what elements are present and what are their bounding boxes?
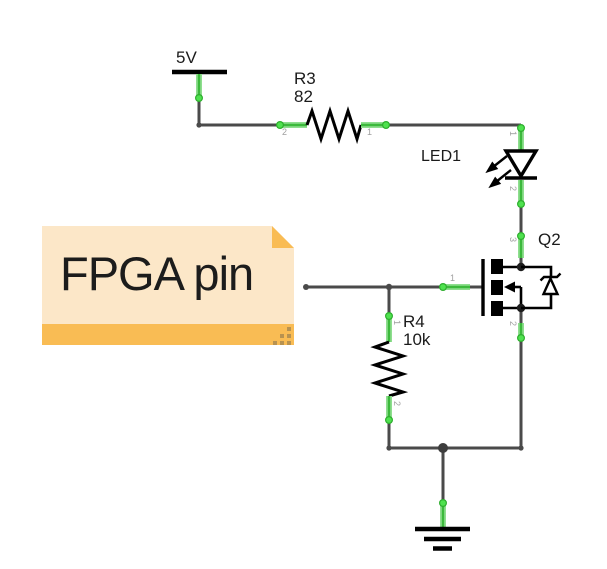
r3-resistor-symbol[interactable] xyxy=(276,106,391,145)
ground-bars xyxy=(415,526,470,551)
note-body xyxy=(42,226,294,324)
r3-pin2-number: 2 xyxy=(282,127,288,137)
wire-corner-dot xyxy=(196,122,202,128)
led1-ref-label[interactable]: LED1 xyxy=(421,148,462,165)
ground-symbol[interactable] xyxy=(415,499,470,551)
r3-pin1-number: 1 xyxy=(367,127,373,137)
pin-endpoint xyxy=(516,232,525,241)
r3-ref-label[interactable]: R3 xyxy=(294,69,316,88)
q2-pin3-number: 3 xyxy=(508,237,518,243)
pin-endpoint xyxy=(385,312,394,321)
mosfet-channel-bar xyxy=(491,259,503,274)
r4-value-label[interactable]: 10k xyxy=(403,330,431,349)
note-folded-corner xyxy=(272,226,294,248)
wire-bottom-rail[interactable] xyxy=(389,446,521,501)
led1-pin2-number: 2 xyxy=(508,186,518,192)
led1-symbol[interactable] xyxy=(485,123,540,209)
wire-5v-to-r3[interactable] xyxy=(197,100,277,127)
fpga-pin-note-text: FPGA pin xyxy=(60,247,254,300)
resistor-zigzag xyxy=(370,340,409,398)
mosfet-channel-bar xyxy=(491,280,503,295)
mosfet-channel-bar xyxy=(491,301,503,316)
power-5v-symbol[interactable] xyxy=(172,69,227,102)
r4-resistor-symbol[interactable] xyxy=(370,312,409,425)
pin-endpoint xyxy=(195,93,204,102)
pin-endpoint xyxy=(276,120,285,129)
r4-pin1-number: 1 xyxy=(392,320,402,326)
r3-value-label[interactable]: 82 xyxy=(294,87,313,106)
body-diode-triangle xyxy=(541,275,560,296)
junction-dot-ground xyxy=(438,443,448,453)
mosfet-body-arrow xyxy=(504,281,515,293)
pin-endpoint xyxy=(385,416,394,425)
q2-pin2-number: 2 xyxy=(508,321,518,327)
led1-pin1-number: 1 xyxy=(508,131,518,137)
wire-endpoint-right xyxy=(518,445,524,451)
note-bottom-bar xyxy=(42,324,294,345)
note-resize-handle[interactable] xyxy=(273,327,291,345)
resistor-zigzag xyxy=(305,106,363,145)
power-5v-label[interactable]: 5V xyxy=(176,48,197,67)
pin-endpoint xyxy=(439,499,448,508)
led-emission-arrows xyxy=(485,155,512,189)
pin-endpoint xyxy=(382,120,391,129)
wire-open-endpoint xyxy=(303,284,309,290)
q2-mosfet-symbol[interactable] xyxy=(439,232,562,343)
pin-endpoint xyxy=(516,200,525,209)
pin-endpoint xyxy=(516,334,525,343)
pin-endpoint xyxy=(439,283,448,292)
fpga-pin-note[interactable] xyxy=(42,226,294,345)
pin-endpoint xyxy=(516,123,525,132)
led-triangle xyxy=(502,149,540,180)
r4-pin2-number: 2 xyxy=(392,401,402,407)
q2-ref-label[interactable]: Q2 xyxy=(538,230,561,249)
wire-endpoint-left xyxy=(386,445,392,451)
q2-pin1-number: 1 xyxy=(450,273,456,283)
r4-ref-label[interactable]: R4 xyxy=(403,312,425,331)
